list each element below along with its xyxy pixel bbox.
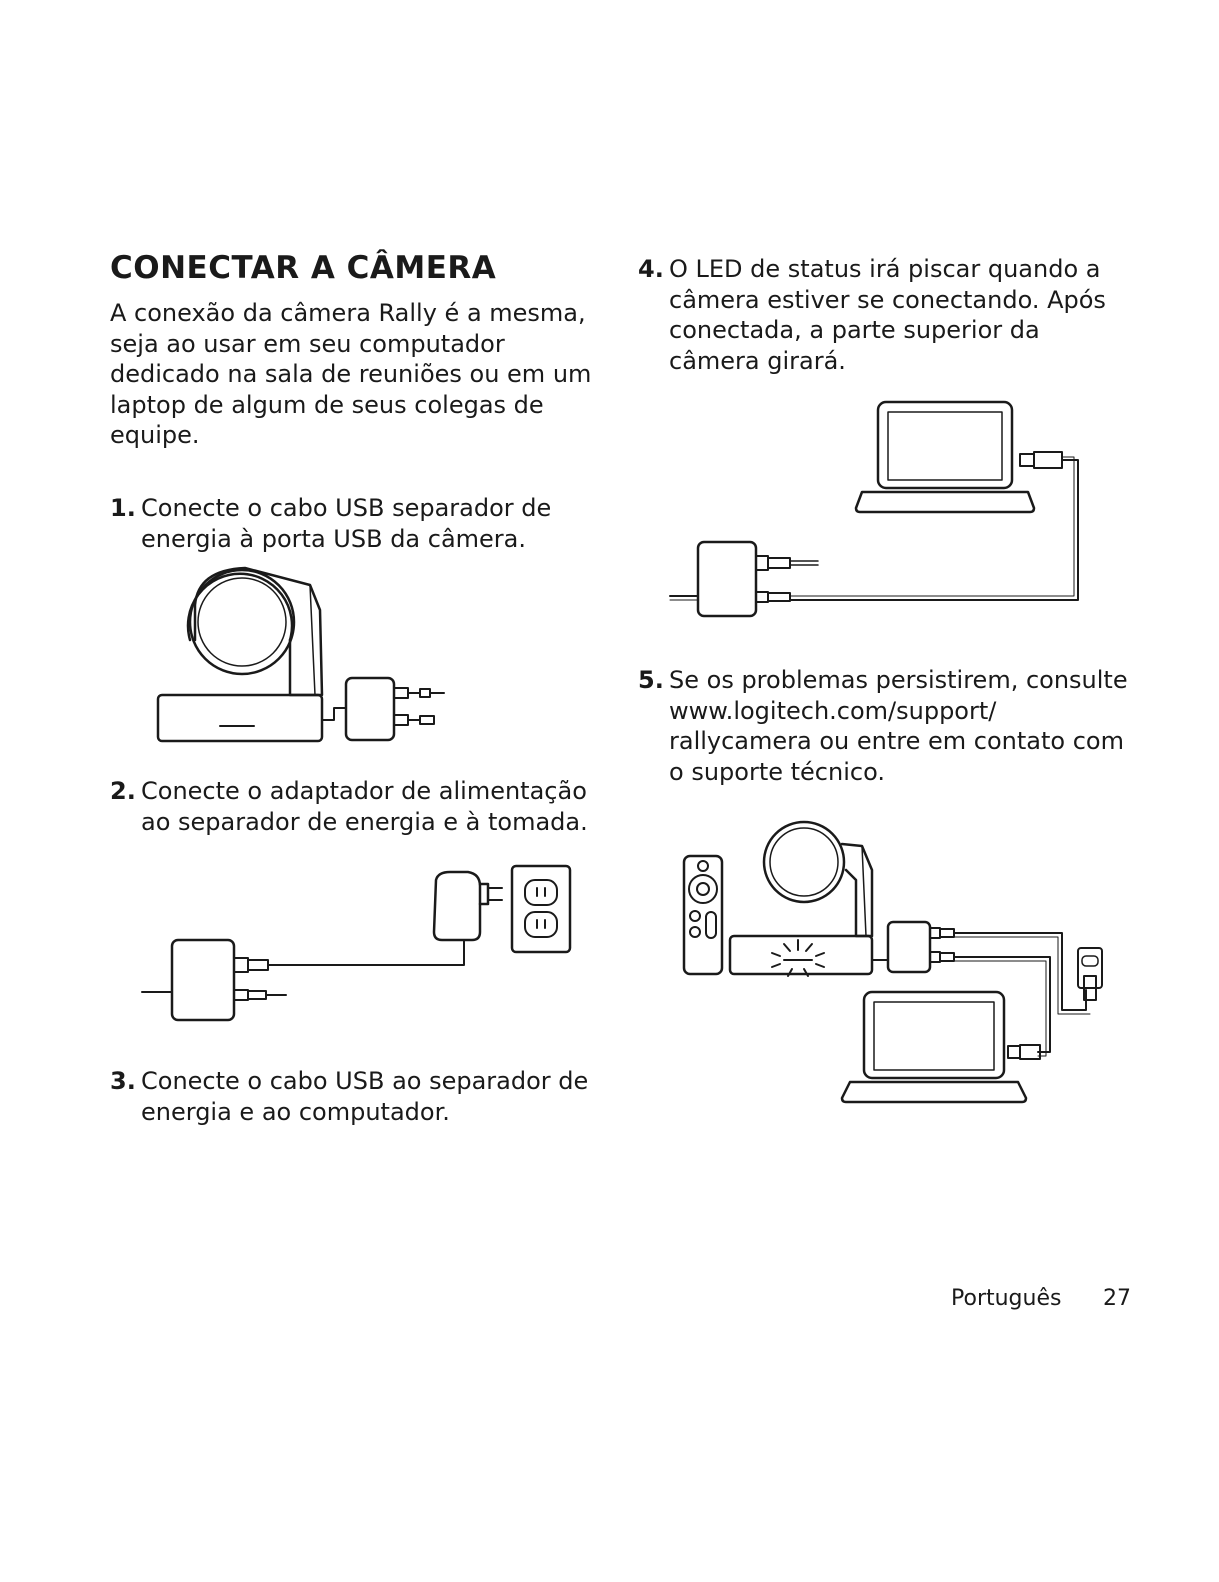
page-title: CONECTAR A CÂMERA — [110, 250, 497, 286]
intro-paragraph: A conexão da câmera Rally é a mesma, sej… — [110, 299, 592, 449]
step-text: Conecte o cabo USB ao separador de energ… — [141, 1067, 589, 1126]
page-number: 27 — [1103, 1286, 1131, 1311]
hub-laptop-usb-illustration — [666, 396, 1086, 624]
step-number: 5. — [638, 666, 664, 694]
step-number: 4. — [638, 255, 664, 283]
step-text: Conecte o cabo USB separador de energia … — [141, 494, 552, 553]
step-4: 4. O LED de status irá piscar quando a c… — [638, 254, 1108, 376]
step-number: 3. — [110, 1067, 136, 1095]
step-2: 2. Conecte o adaptador de alimentação ao… — [110, 776, 610, 837]
step-text: O LED de status irá piscar quando a câme… — [669, 255, 1106, 375]
hub-power-adapter-outlet-illustration — [138, 860, 578, 1030]
step-1: 1. Conecte o cabo USB separador de energ… — [110, 493, 590, 554]
step-text: Conecte o adaptador de alimentação ao se… — [141, 777, 588, 836]
footer-language: Português — [951, 1286, 1062, 1311]
step-5: 5. Se os problemas persistirem, consulte… — [638, 665, 1138, 787]
camera-hub-illustration — [150, 560, 460, 750]
step-number: 2. — [110, 777, 136, 805]
step-text: Se os problemas persistirem, consulte ww… — [669, 666, 1128, 786]
step-3: 3. Conecte o cabo USB ao separador de en… — [110, 1066, 590, 1127]
step-number: 1. — [110, 494, 136, 522]
full-setup-illustration — [676, 820, 1120, 1112]
